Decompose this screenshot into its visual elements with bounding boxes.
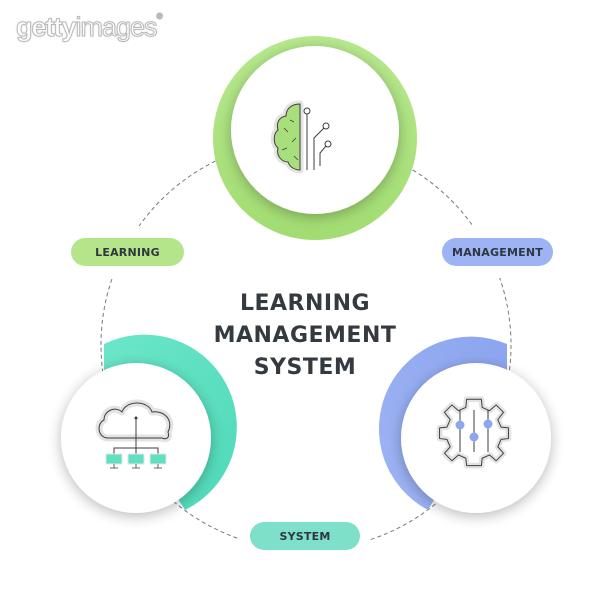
- getty-images-watermark: gettyimages®: [16, 12, 163, 43]
- watermark-bold: getty: [16, 12, 77, 43]
- cloud-network-icon: [95, 399, 174, 469]
- system-node: [61, 334, 237, 513]
- system-pill: SYSTEM: [250, 522, 360, 550]
- brain-circuit-icon: [270, 100, 332, 174]
- learning-pill: LEARNING: [71, 238, 184, 266]
- diagram-title: LEARNING MANAGEMENT SYSTEM: [170, 288, 440, 384]
- title-line-3: SYSTEM: [253, 355, 357, 380]
- management-node: [378, 336, 551, 513]
- gear-sliders-icon: [436, 396, 512, 469]
- dashed-cycle-path: [100, 139, 512, 551]
- watermark-light: images: [75, 12, 158, 43]
- system-pill-label: SYSTEM: [279, 529, 331, 543]
- watermark-mark: ®: [156, 12, 163, 22]
- title-line-1: LEARNING: [239, 291, 371, 316]
- management-pill: MANAGEMENT: [442, 238, 553, 266]
- learning-node: [213, 36, 417, 240]
- learning-pill-label: LEARNING: [95, 245, 160, 259]
- management-pill-label: MANAGEMENT: [452, 245, 543, 259]
- title-line-2: MANAGEMENT: [213, 323, 397, 348]
